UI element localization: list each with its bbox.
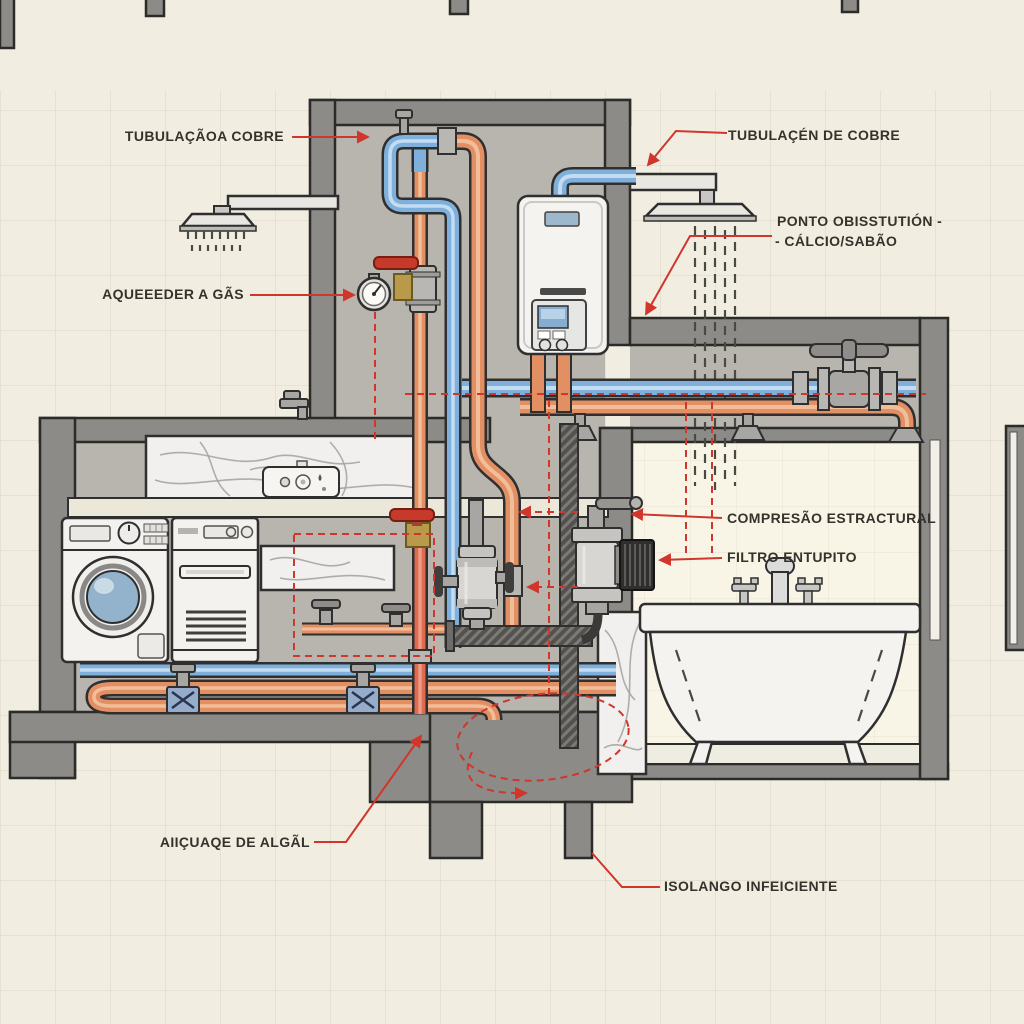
label-arrow: [630, 507, 723, 521]
tub-body: [648, 630, 908, 744]
valve-stem-icon: [395, 109, 413, 135]
pipe-coupling: [792, 371, 809, 405]
brass-valve-body: [393, 273, 413, 301]
label-copper-pipe-right: TUBULAÇÉN DE COBRE: [728, 127, 900, 143]
central-wall-top: [308, 98, 632, 127]
annotations: TUBULAÇÃOA COBRE TUBULAÇÉN DE COBRE PONT…: [102, 127, 942, 894]
shower-head-left-icon: [179, 212, 257, 228]
tub-foot-right: [842, 740, 868, 766]
tap-valve-icon: [311, 599, 341, 625]
label-copper-pipe-left: TUBULAÇÃOA COBRE: [125, 127, 284, 144]
dishwasher-knob: [225, 526, 237, 538]
dishwasher-logo: [178, 528, 198, 534]
label-obstruction-line1: PONTO OBISSTUTIÓN -: [777, 212, 942, 229]
label-structural-compression: COMPRESÃO ESTRACTURAL: [727, 509, 936, 526]
heater-outlet-pipe: [530, 349, 546, 413]
shower-right: [628, 172, 758, 490]
central-wall-left: [308, 98, 337, 442]
foundation-pier: [368, 740, 432, 804]
central-pipes: [356, 109, 636, 648]
tub-foot-left: [688, 740, 714, 766]
dishwasher-knob: [240, 525, 254, 539]
pipe-coupling: [437, 127, 457, 155]
heater-outlet-pipe: [556, 349, 572, 413]
tub-faucet: [731, 557, 823, 607]
pipe-chase-top: [628, 316, 922, 347]
foundation-leg-left: [428, 800, 484, 860]
label-algae-buildup: AIIÇUAQE DE ALGÃL: [160, 833, 310, 850]
pipe-coupling: [881, 371, 898, 405]
pipe-valve-box: [166, 663, 200, 714]
pipe-valve-box: [346, 663, 380, 714]
bathroom-floor-strip: [631, 743, 921, 765]
shower-head-right-icon: [642, 202, 758, 218]
water-heater: [516, 194, 610, 356]
shower-arm-right: [628, 172, 718, 192]
label-gas-heater: AQUEEEDER A GÃS: [102, 285, 244, 302]
washer-drawer: [69, 525, 111, 542]
drain-hose: [580, 613, 603, 645]
dashed-highlight-box: [293, 533, 435, 657]
label-arrow: [646, 129, 728, 167]
shower-left: [179, 194, 340, 251]
valve-lever: [595, 497, 635, 510]
pressure-gauge: [356, 273, 392, 312]
lower-pipe-loop: [80, 664, 616, 720]
dishwasher-vents: [186, 610, 246, 642]
marble-panel-small: [259, 544, 396, 592]
right-wall-trim: [929, 439, 941, 641]
gas-shutoff-valve: [373, 256, 441, 313]
gate-valve: [809, 339, 889, 411]
dashed-highlight-ellipse: [456, 692, 630, 782]
washer-dial: [117, 521, 141, 545]
marble-backsplash: [144, 434, 426, 504]
curved-arrow: [466, 751, 528, 800]
dishwasher: [170, 516, 260, 664]
bathroom-floor-base: [630, 762, 950, 781]
filters-and-drain: [434, 423, 655, 749]
tap-pipe: [302, 599, 448, 629]
label-arrow: [658, 553, 723, 567]
washer-door-glass: [86, 570, 140, 624]
tub-rim: [638, 602, 922, 634]
bathtub: [638, 557, 922, 766]
right-edge-wall: [1004, 424, 1024, 652]
label-arrow: [314, 734, 423, 843]
label-poor-insulation: ISOLANGO INFEICIENTE: [664, 878, 838, 894]
roof-faucet-icon: [279, 390, 309, 420]
tap-valve-icon: [381, 603, 411, 627]
washing-machine: [60, 516, 170, 664]
label-clogged-filter: FILTRO ENTUPITO: [727, 549, 857, 565]
red-valve-handle: [373, 256, 419, 270]
water-stream: [693, 226, 737, 490]
heater-knob: [538, 338, 552, 352]
tub-handle-left: [731, 577, 759, 607]
valve-handle: [434, 566, 443, 597]
feed-pipe: [468, 499, 484, 551]
valve-handle: [505, 562, 514, 593]
heater-vent: [544, 211, 580, 227]
mixer-plate: [262, 460, 340, 498]
shower-drips: [186, 231, 246, 251]
tub-handle-right: [795, 577, 823, 607]
filter-canister: [434, 545, 514, 630]
heater-knob: [555, 338, 569, 352]
wall-stubs-top: [0, 0, 860, 50]
red-valve-handle: [389, 508, 435, 522]
clogged-filter: [571, 496, 655, 645]
counter-edge: [67, 497, 609, 518]
shower-arm-left: [226, 194, 340, 211]
label-obstruction-line2: - CÁLCIO/SABÃO: [775, 232, 897, 249]
label-line: [591, 852, 660, 888]
label-arrow: [645, 235, 772, 316]
foundation-leg-right: [563, 800, 594, 860]
